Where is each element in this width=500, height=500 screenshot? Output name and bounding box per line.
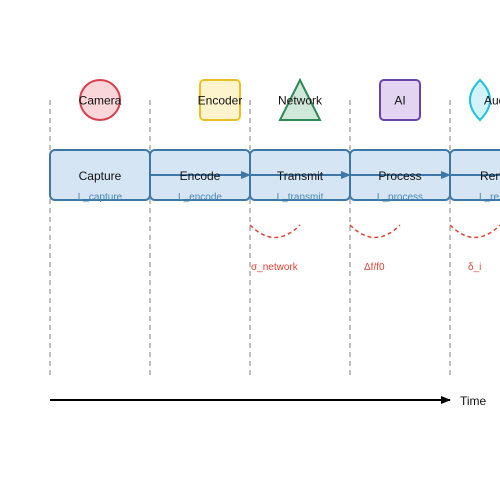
time-axis: Time: [50, 394, 487, 408]
process-latency-label: L_process: [377, 192, 423, 203]
transmit-stage-label: Transmit: [277, 169, 324, 183]
render-stage-label: Ren: [480, 169, 500, 183]
network-jitter-arc: [249, 224, 301, 239]
render-delta-label: δ_i: [468, 262, 481, 273]
time-axis-label: Time: [460, 394, 487, 408]
stage-labels: Capture Encode Transmit Process Ren L_ca…: [78, 169, 500, 203]
lifelines: [49, 100, 451, 375]
ai-actor-icon: [379, 79, 421, 121]
encoder-actor-icon: [199, 79, 241, 121]
camera-actor-label: Camera: [79, 94, 122, 108]
aud-actor-label: Aud: [484, 94, 500, 108]
network-jitter-label: σ_network: [251, 262, 299, 273]
frequency-drift-label: Δf/f0: [364, 262, 385, 273]
capture-stage-label: Capture: [79, 169, 122, 183]
ai-actor-label: AI: [394, 94, 405, 108]
render-delta-arc: [449, 224, 500, 239]
camera-actor-icon: [79, 79, 121, 121]
network-actor-icon: [278, 77, 322, 121]
variation-arcs: σ_network Δf/f0 δ_i: [249, 224, 500, 273]
transmit-latency-label: L_transmit: [277, 192, 324, 203]
render-latency-label: L_re: [479, 192, 499, 203]
actors: Camera Encoder Network AI Aud: [79, 77, 500, 122]
encode-latency-label: L_encode: [178, 192, 222, 203]
process-stage-label: Process: [378, 169, 421, 183]
encoder-actor-label: Encoder: [198, 94, 243, 108]
network-actor-label: Network: [278, 94, 323, 108]
aud-actor-icon: [469, 78, 491, 122]
frequency-drift-arc: [349, 224, 401, 239]
encode-stage-label: Encode: [180, 169, 221, 183]
capture-latency-label: L_capture: [78, 192, 123, 203]
